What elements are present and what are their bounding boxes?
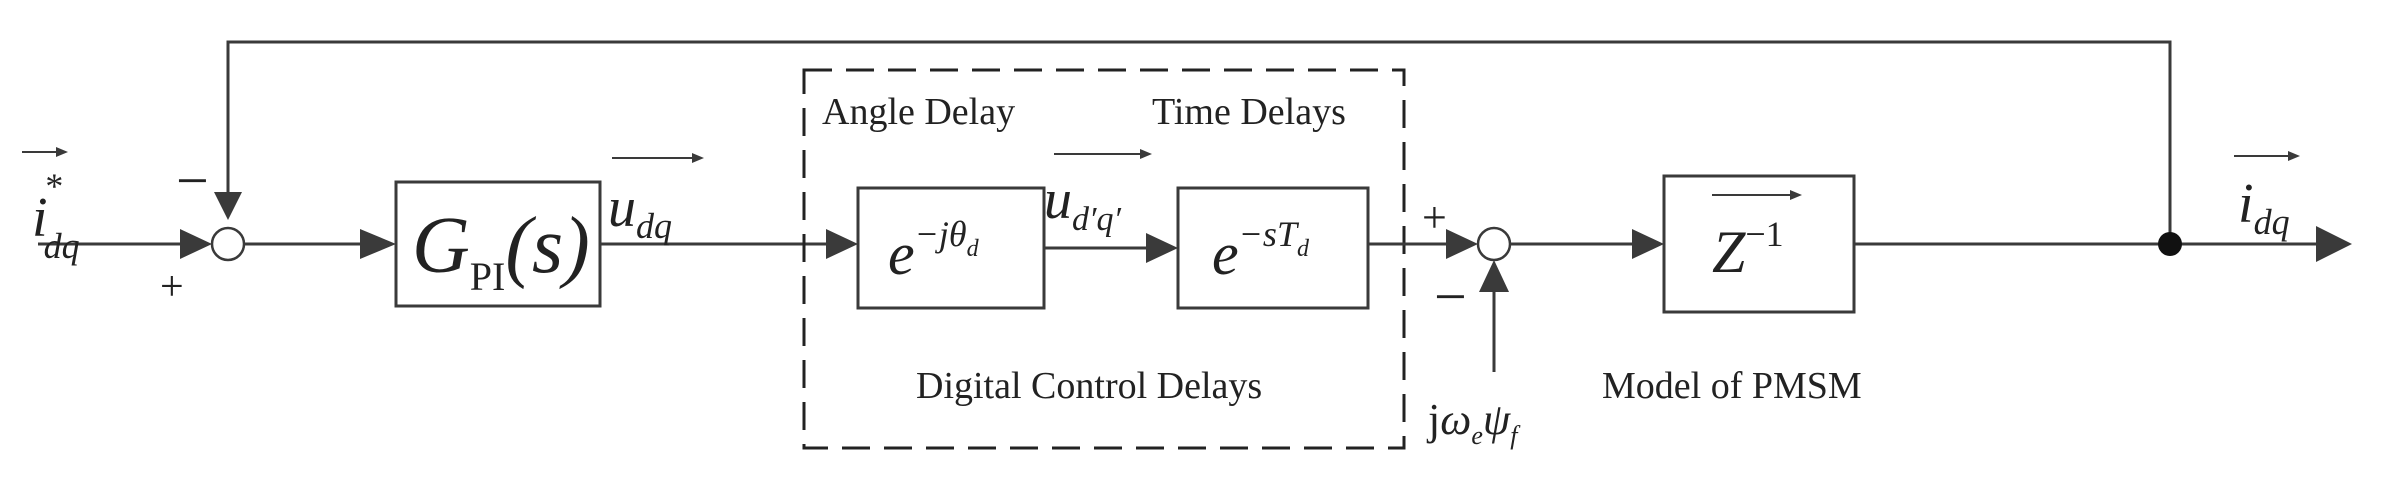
angle-delay-exponent-sub: d <box>967 236 980 262</box>
sum2-minus-sign: − <box>1434 264 1467 329</box>
disturbance-arrow <box>1479 260 1509 292</box>
u-dq-subscript: dq <box>636 206 672 246</box>
output-takeoff-node <box>2158 232 2182 256</box>
output-signal-label: idq <box>2238 173 2290 242</box>
time-delay-to-sum2-arrow <box>1446 229 1478 259</box>
time-delay-block <box>1176 186 1370 310</box>
disturbance-omega: ω <box>1440 395 1471 444</box>
digital-control-delays-label: Digital Control Delays <box>916 365 1262 407</box>
u-dq-label: udq <box>608 177 672 246</box>
pmsm-transfer-label: Z−1 <box>1712 214 1784 285</box>
output-base: i <box>2238 173 2254 235</box>
time-delay-formula: e−sTd <box>1212 214 1310 287</box>
u-dprime-subscript: d′q′ <box>1072 201 1121 238</box>
summing-junction-1 <box>210 226 246 262</box>
angle-delay-base: e <box>888 221 915 287</box>
u-dprime-qprime-label: ud′q′ <box>1044 169 1121 238</box>
disturbance-psi-sub: f <box>1510 421 1521 450</box>
sum1-to-pi-arrow <box>360 229 396 259</box>
disturbance-psi: ψ <box>1483 395 1511 444</box>
vector-arrow-head-input <box>56 147 68 157</box>
time-delay-exponent-sub: d <box>1297 236 1310 262</box>
pmsm-base: Z <box>1712 219 1746 285</box>
input-superscript: * <box>44 166 62 206</box>
time-delays-label: Time Delays <box>1152 91 1346 133</box>
disturbance-j: j <box>1426 395 1440 444</box>
vector-arrow-head-u-dprime <box>1140 149 1152 159</box>
vector-arrow-head-output <box>2288 151 2300 161</box>
pmsm-model-block <box>1662 174 1856 314</box>
summing-junction-2 <box>1476 226 1512 262</box>
u-dq-base: u <box>608 177 636 239</box>
pmsm-exponent: −1 <box>1745 214 1783 254</box>
angle-delay-exponent: −jθ <box>915 214 967 254</box>
pi-block-label: GPI(s) <box>412 202 590 299</box>
vector-arrow-head-u <box>692 153 704 163</box>
pmsm-model-label: Model of PMSM <box>1602 365 1862 407</box>
pi-argument: (s) <box>505 202 589 290</box>
pi-subscript: PI <box>470 254 506 299</box>
time-delay-exponent: −sT <box>1239 214 1300 254</box>
angle-to-time-delay-arrow <box>1146 233 1178 263</box>
output-arrow <box>2316 226 2352 262</box>
input-base: i <box>32 187 48 249</box>
feedback-path <box>226 40 2172 244</box>
disturbance-label: jωeψf <box>1426 395 1521 450</box>
sum2-to-pmsm-arrow <box>1632 229 1664 259</box>
pi-controller-block <box>394 180 602 308</box>
sum1-minus-sign: − <box>176 148 209 213</box>
pi-base: G <box>412 202 470 290</box>
input-subscript: dq <box>44 226 80 266</box>
angle-delay-block <box>856 186 1046 310</box>
angle-delay-formula: e−jθd <box>888 214 980 287</box>
input-signal-label: i* dq <box>32 166 80 266</box>
sum1-plus-sign: + <box>160 264 184 310</box>
u-dprime-base: u <box>1044 169 1072 231</box>
digital-control-delays-boundary <box>802 68 1406 450</box>
time-delay-base: e <box>1212 221 1239 287</box>
output-subscript: dq <box>2254 202 2290 242</box>
angle-delay-label: Angle Delay <box>822 91 1015 133</box>
pi-to-angle-delay-arrow <box>826 229 858 259</box>
input-arrow <box>180 229 212 259</box>
disturbance-omega-sub: e <box>1471 421 1483 450</box>
sum2-plus-sign: + <box>1422 193 1447 242</box>
feedback-arrow <box>214 192 242 220</box>
vector-arrow-head-z <box>1790 190 1802 200</box>
